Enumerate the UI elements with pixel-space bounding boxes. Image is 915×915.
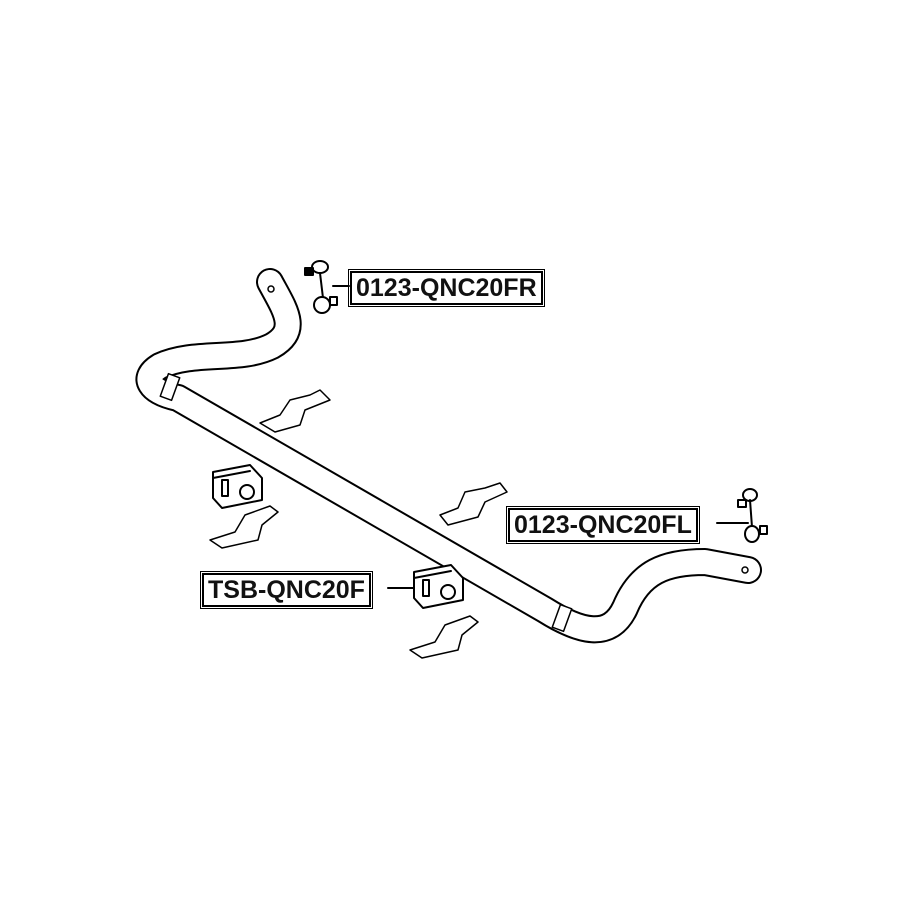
bushing-lower xyxy=(413,564,464,609)
part-label-bushing: TSB-QNC20F xyxy=(200,571,373,609)
part-label-link-fr: 0123-QNC20FR xyxy=(348,269,545,307)
part-label-link-fl: 0123-QNC20FL xyxy=(506,506,700,544)
stabilizer-bar xyxy=(135,268,762,644)
bushing-upper xyxy=(212,464,263,509)
bracket-3 xyxy=(209,505,279,549)
bracket-2 xyxy=(439,482,508,526)
stabilizer-link-fr xyxy=(304,260,338,314)
stabilizer-link-fl xyxy=(737,488,768,543)
bracket-1 xyxy=(259,389,331,433)
bracket-4 xyxy=(409,615,479,659)
